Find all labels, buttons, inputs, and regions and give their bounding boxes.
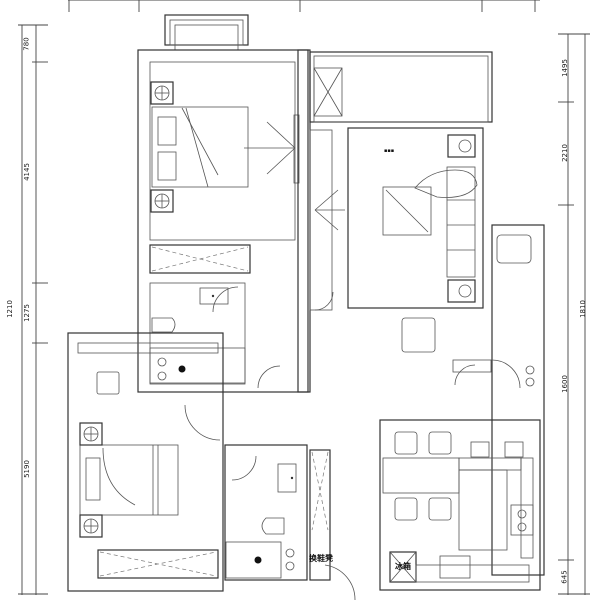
- dim-right-2: 2210: [560, 144, 569, 162]
- bathroom-1: [149, 282, 281, 389]
- kitchen-counter-right: [520, 457, 534, 559]
- master-bed: [151, 106, 249, 188]
- chair: [96, 371, 120, 395]
- bathroom-2: [224, 444, 308, 581]
- nightstand-2-top: [79, 422, 103, 446]
- cooktop: [510, 504, 534, 536]
- kitchen-counter-bottom: [415, 564, 530, 583]
- dining-kitchen: [379, 419, 541, 591]
- dining-table: [382, 457, 460, 494]
- side-table-bottom: [447, 279, 476, 303]
- coffee-table: [382, 186, 432, 236]
- master-wardrobe: [149, 244, 251, 274]
- fridge-label: 冰箱: [395, 562, 411, 571]
- dim-left-2: 4145: [22, 163, 31, 181]
- bathtub-1: [149, 347, 246, 385]
- dim-right-1: 1495: [560, 59, 569, 77]
- right-dimension-lines: [558, 33, 590, 595]
- storage-cabinet: [313, 67, 343, 117]
- living-room: [347, 127, 492, 386]
- vanity-sink-2: [277, 463, 297, 493]
- second-wardrobe: [97, 549, 219, 579]
- armchair: [401, 317, 436, 353]
- balcony-east: [309, 51, 493, 123]
- dim-left-total: 1210: [5, 300, 14, 318]
- dim-left-3: 1275: [22, 304, 31, 322]
- sofa: [446, 166, 476, 278]
- kitchen-sink: [439, 555, 471, 579]
- shoe-bench: [309, 449, 331, 581]
- nightstand-2-bottom: [79, 514, 103, 538]
- east-corridor: [491, 224, 545, 576]
- shower-2: [225, 541, 282, 579]
- side-table-top: [447, 134, 476, 158]
- second-bedroom: [67, 332, 224, 592]
- dim-right-4: 645: [560, 570, 569, 584]
- nightstand-bottom: [150, 189, 174, 213]
- dim-left-1: 780: [22, 37, 31, 51]
- lounge-person: [414, 169, 478, 198]
- nightstand-top: [150, 81, 174, 105]
- dim-right-3: 1600: [560, 375, 569, 393]
- shoe-bench-label: 换鞋凳: [309, 554, 333, 563]
- balcony-north: [164, 14, 249, 51]
- dim-left-4: 5190: [22, 460, 31, 478]
- dim-right-total: 1810: [578, 300, 587, 318]
- second-bed: [79, 444, 179, 516]
- left-dimension-lines: [18, 24, 48, 595]
- tv-marker: ▪▪▪: [384, 148, 395, 154]
- top-dimension-line: [68, 0, 540, 12]
